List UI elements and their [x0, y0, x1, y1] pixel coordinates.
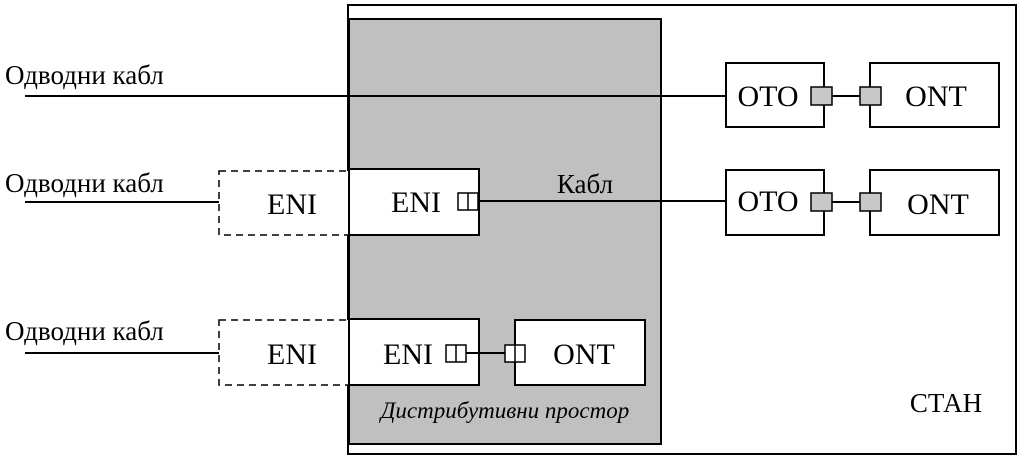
- oto-box-2: [725, 169, 825, 236]
- distribution-space-label: Дистрибутивни простор: [379, 398, 630, 423]
- apartment-label: СТАН: [910, 388, 982, 418]
- drop-cable-label-3: Одводни кабл: [5, 316, 164, 346]
- oto-box-1: [725, 62, 825, 128]
- cable-label: Кабл: [557, 169, 613, 199]
- connector-ont-1: [859, 86, 882, 106]
- oto-label-1: OTO: [737, 80, 798, 113]
- eni-external-box-2: [218, 170, 350, 236]
- connector-oto-1: [810, 86, 833, 106]
- connector-ont-2: [859, 192, 882, 212]
- eni-internal-label-3: ENI: [383, 338, 433, 371]
- drop-cable-label-1: Одводни кабл: [5, 60, 164, 90]
- ont-label-3: ONT: [553, 338, 615, 371]
- oto-label-2: OTO: [737, 185, 798, 218]
- eni-internal-label-2: ENI: [391, 186, 441, 219]
- eni-external-label-3: ENI: [267, 338, 317, 371]
- ont-box-2: [869, 169, 1000, 236]
- ont-label-1: ONT: [905, 80, 967, 113]
- ont-box-3: [514, 319, 646, 386]
- eni-external-label-2: ENI: [267, 188, 317, 221]
- drop-cable-label-2: Одводни кабл: [5, 168, 164, 198]
- ont-label-2: ONT: [907, 188, 969, 221]
- eni-external-box-3: [218, 319, 350, 386]
- connector-oto-2: [810, 192, 833, 212]
